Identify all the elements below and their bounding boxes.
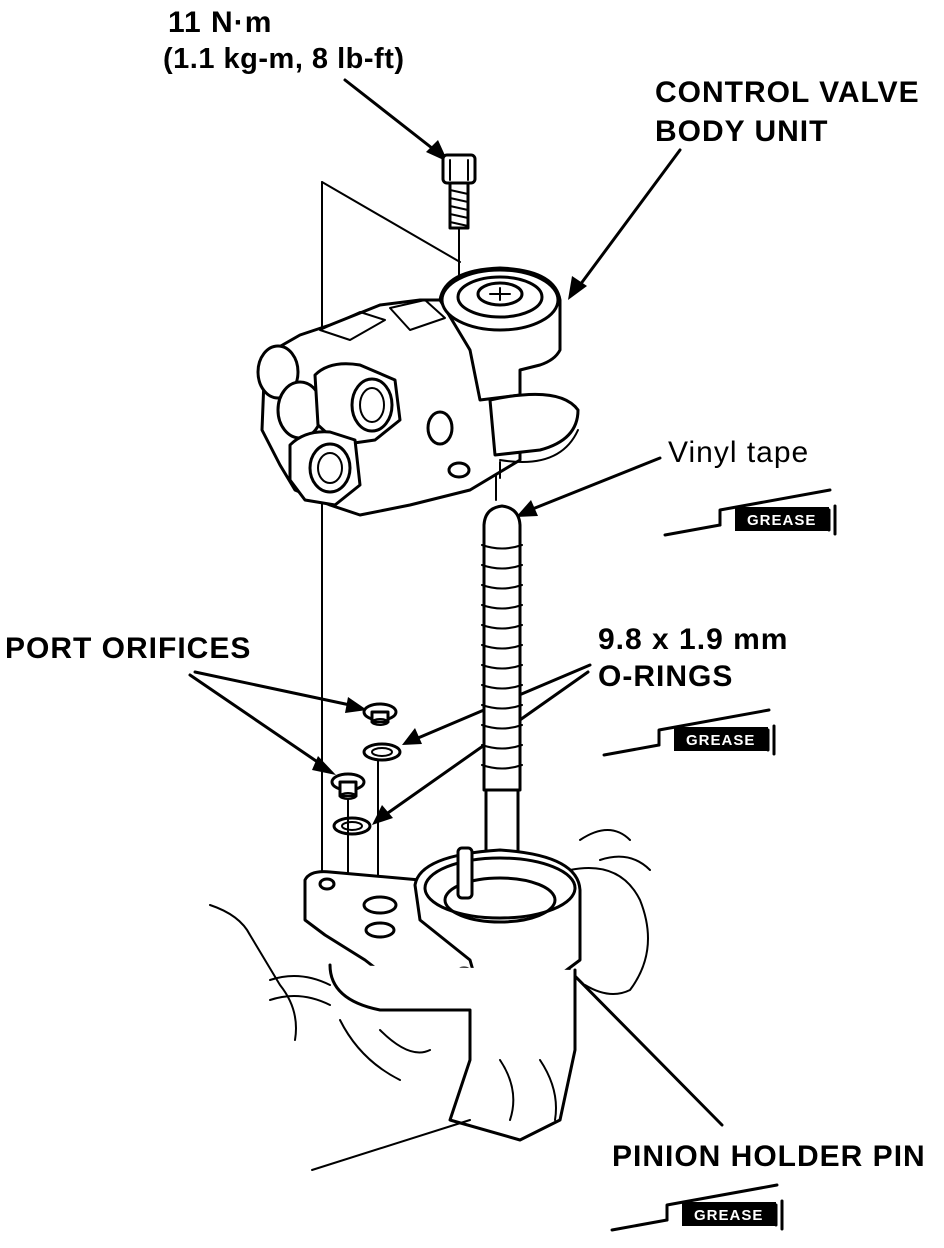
grease-symbol-3-text: GREASE	[694, 1207, 763, 1224]
o-rings-label: O-RINGS	[598, 660, 733, 693]
port-orifice-upper	[362, 702, 398, 726]
torque-spec-label: 11 N·m	[168, 6, 272, 39]
o-ring-size-label: 9.8 x 1.9 mm	[598, 623, 788, 656]
grease-symbol-1: GREASE	[663, 488, 837, 537]
vinyl-tape-label: Vinyl tape	[668, 436, 809, 469]
steering-gear-housing	[209, 829, 651, 1171]
grease-symbol-3: GREASE	[610, 1183, 784, 1232]
grease-symbol-2-text: GREASE	[686, 732, 755, 749]
body-unit-label: BODY UNIT	[655, 115, 828, 148]
pinion-holder-pin-label: PINION HOLDER PIN	[612, 1140, 926, 1173]
port-orifices-label: PORT ORIFICES	[5, 632, 251, 665]
o-ring-lower	[332, 816, 372, 836]
control-valve-label: CONTROL VALVE	[655, 76, 920, 109]
o-ring-upper	[362, 742, 402, 762]
grease-symbol-1-text: GREASE	[747, 512, 816, 529]
grease-symbol-2: GREASE	[602, 708, 776, 757]
torque-spec-units-label: (1.1 kg-m, 8 lb-ft)	[163, 43, 405, 75]
control-valve-body-unit	[256, 266, 580, 517]
port-orifice-lower	[330, 772, 366, 800]
